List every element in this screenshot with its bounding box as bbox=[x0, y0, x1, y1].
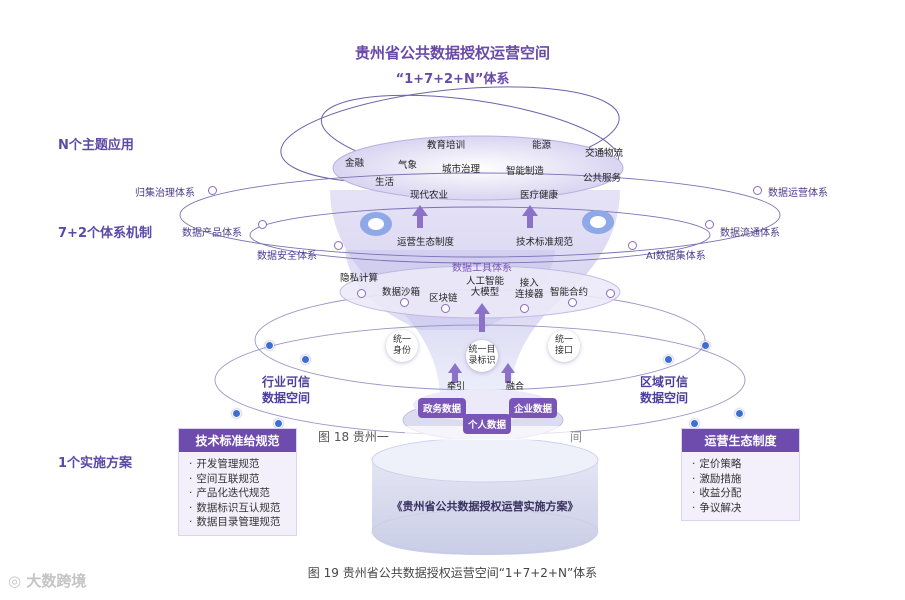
orbit-label-right-2: 数据流通体系 bbox=[720, 228, 780, 239]
tool-dot bbox=[400, 298, 409, 307]
app-item: 金融 bbox=[345, 158, 365, 169]
base-label: 《贵州省公共数据授权运营实施方案》 bbox=[391, 500, 579, 513]
app-item: 现代农业 bbox=[410, 190, 449, 201]
orbit-dot bbox=[258, 220, 267, 229]
orbit-dot bbox=[334, 241, 343, 250]
orbit-dot bbox=[628, 241, 637, 250]
orbit-dot bbox=[301, 355, 310, 364]
list-item: 空间互联规范 bbox=[189, 472, 296, 487]
list-item: 开发管理规范 bbox=[189, 457, 296, 472]
tool-dot bbox=[606, 289, 615, 298]
orbit-dot bbox=[701, 341, 710, 350]
orbit-dot bbox=[735, 409, 744, 418]
tools-label: 数据工具体系 bbox=[452, 263, 512, 274]
list-item: 收益分配 bbox=[692, 486, 799, 501]
tool-item: 智能合约 bbox=[550, 287, 589, 298]
flow-label-right: 融合 bbox=[506, 382, 525, 392]
pill-personal-data: 个人数据 bbox=[463, 414, 512, 434]
app-item: 生活 bbox=[375, 177, 395, 188]
cloud-icon-right bbox=[582, 210, 614, 234]
watermark-logo-icon: ◎ bbox=[8, 572, 27, 590]
app-item: 气象 bbox=[398, 160, 418, 171]
orbit-dot bbox=[690, 419, 699, 428]
right-panel-title: 运营生态制度 bbox=[682, 429, 799, 452]
orbit-dot bbox=[705, 220, 714, 229]
unified-identity: 统一 身份 bbox=[386, 330, 418, 362]
left-panel-list: 开发管理规范 空间互联规范 产品化迭代规范 数据标识互认规范 数据目录管理规范 bbox=[179, 452, 296, 535]
list-item: 产品化迭代规范 bbox=[189, 486, 296, 501]
tool-dot bbox=[568, 298, 577, 307]
tool-item: 数据沙箱 bbox=[382, 287, 421, 298]
overlap-caption: 图 18 贵州一 bbox=[318, 430, 389, 444]
unified-catalog: 统一目 录标识 bbox=[466, 340, 498, 372]
orbit-dot bbox=[664, 355, 673, 364]
tool-item: 隐私计算 bbox=[340, 273, 379, 284]
watermark-text: 大数跨境 bbox=[26, 572, 87, 590]
list-item: 数据标识互认规范 bbox=[189, 501, 296, 516]
tool-item: 区块链 bbox=[429, 293, 458, 304]
flow-label-left: 牵引 bbox=[447, 382, 466, 392]
figure-caption: 图 19 贵州省公共数据授权运营空间“1+7+2+N”体系 bbox=[307, 566, 598, 580]
tool-item: 人工智能 大模型 bbox=[466, 276, 505, 298]
right-panel-list: 定价策略 激励措施 收益分配 争议解决 bbox=[682, 452, 799, 520]
app-item: 能源 bbox=[532, 140, 552, 151]
right-panel: 运营生态制度 定价策略 激励措施 收益分配 争议解决 bbox=[681, 428, 800, 521]
orbit-dot bbox=[274, 419, 283, 428]
watermark: ◎ 大数跨境 bbox=[8, 570, 86, 591]
cloud-icon-left bbox=[360, 212, 392, 236]
orbit-dot bbox=[232, 409, 241, 418]
list-item: 数据目录管理规范 bbox=[189, 515, 296, 530]
header-mechanisms: 7+2个体系机制 bbox=[58, 226, 152, 241]
overlap-caption-tail: 间 bbox=[570, 430, 583, 444]
app-item: 智能制造 bbox=[506, 166, 545, 177]
app-item: 教育培训 bbox=[427, 140, 466, 151]
orbit-label-left-3: 数据安全体系 bbox=[257, 251, 317, 262]
left-panel-title: 技术标准给规范 bbox=[179, 429, 296, 452]
orbit-label-left-2: 数据产品体系 bbox=[182, 228, 242, 239]
list-item: 激励措施 bbox=[692, 472, 799, 487]
diagram-subtitle: “1+7+2+N”体系 bbox=[395, 72, 510, 87]
orbit-dot bbox=[208, 186, 217, 195]
base-cylinder bbox=[372, 460, 598, 555]
regional-trusted-space: 区域可信 数据空间 bbox=[640, 375, 689, 405]
industry-trusted-space: 行业可信 数据空间 bbox=[262, 375, 311, 405]
orbit-dot bbox=[265, 341, 274, 350]
orbit-dot bbox=[753, 186, 762, 195]
tool-dot bbox=[441, 304, 450, 313]
header-n-apps: N个主题应用 bbox=[58, 138, 134, 153]
institution-label-left: 运营生态制度 bbox=[397, 237, 455, 248]
top-disc bbox=[332, 135, 624, 201]
list-item: 争议解决 bbox=[692, 501, 799, 516]
tool-item: 接入 连接器 bbox=[515, 278, 544, 300]
diagram-title: 贵州省公共数据授权运营空间 bbox=[354, 44, 550, 62]
app-item: 交通物流 bbox=[585, 148, 624, 159]
unified-interface: 统一 接口 bbox=[548, 330, 580, 362]
orbit-label-right-3: AI数据集体系 bbox=[646, 251, 706, 262]
header-plan: 1个实施方案 bbox=[58, 456, 133, 471]
institution-label-right: 技术标准规范 bbox=[516, 237, 574, 248]
tool-dot bbox=[357, 289, 366, 298]
app-item: 城市治理 bbox=[442, 164, 481, 175]
list-item: 定价策略 bbox=[692, 457, 799, 472]
pill-gov-data: 政务数据 bbox=[418, 398, 467, 418]
left-panel: 技术标准给规范 开发管理规范 空间互联规范 产品化迭代规范 数据标识互认规范 数… bbox=[178, 428, 297, 536]
app-item: 公共服务 bbox=[583, 173, 622, 184]
app-item: 医疗健康 bbox=[520, 190, 559, 201]
pill-enterprise-data: 企业数据 bbox=[509, 398, 558, 418]
orbit-label-left-1: 归集治理体系 bbox=[135, 188, 195, 199]
orbit-label-right-1: 数据运营体系 bbox=[768, 188, 828, 199]
up-arrows bbox=[412, 205, 538, 383]
tool-dot bbox=[520, 304, 529, 313]
